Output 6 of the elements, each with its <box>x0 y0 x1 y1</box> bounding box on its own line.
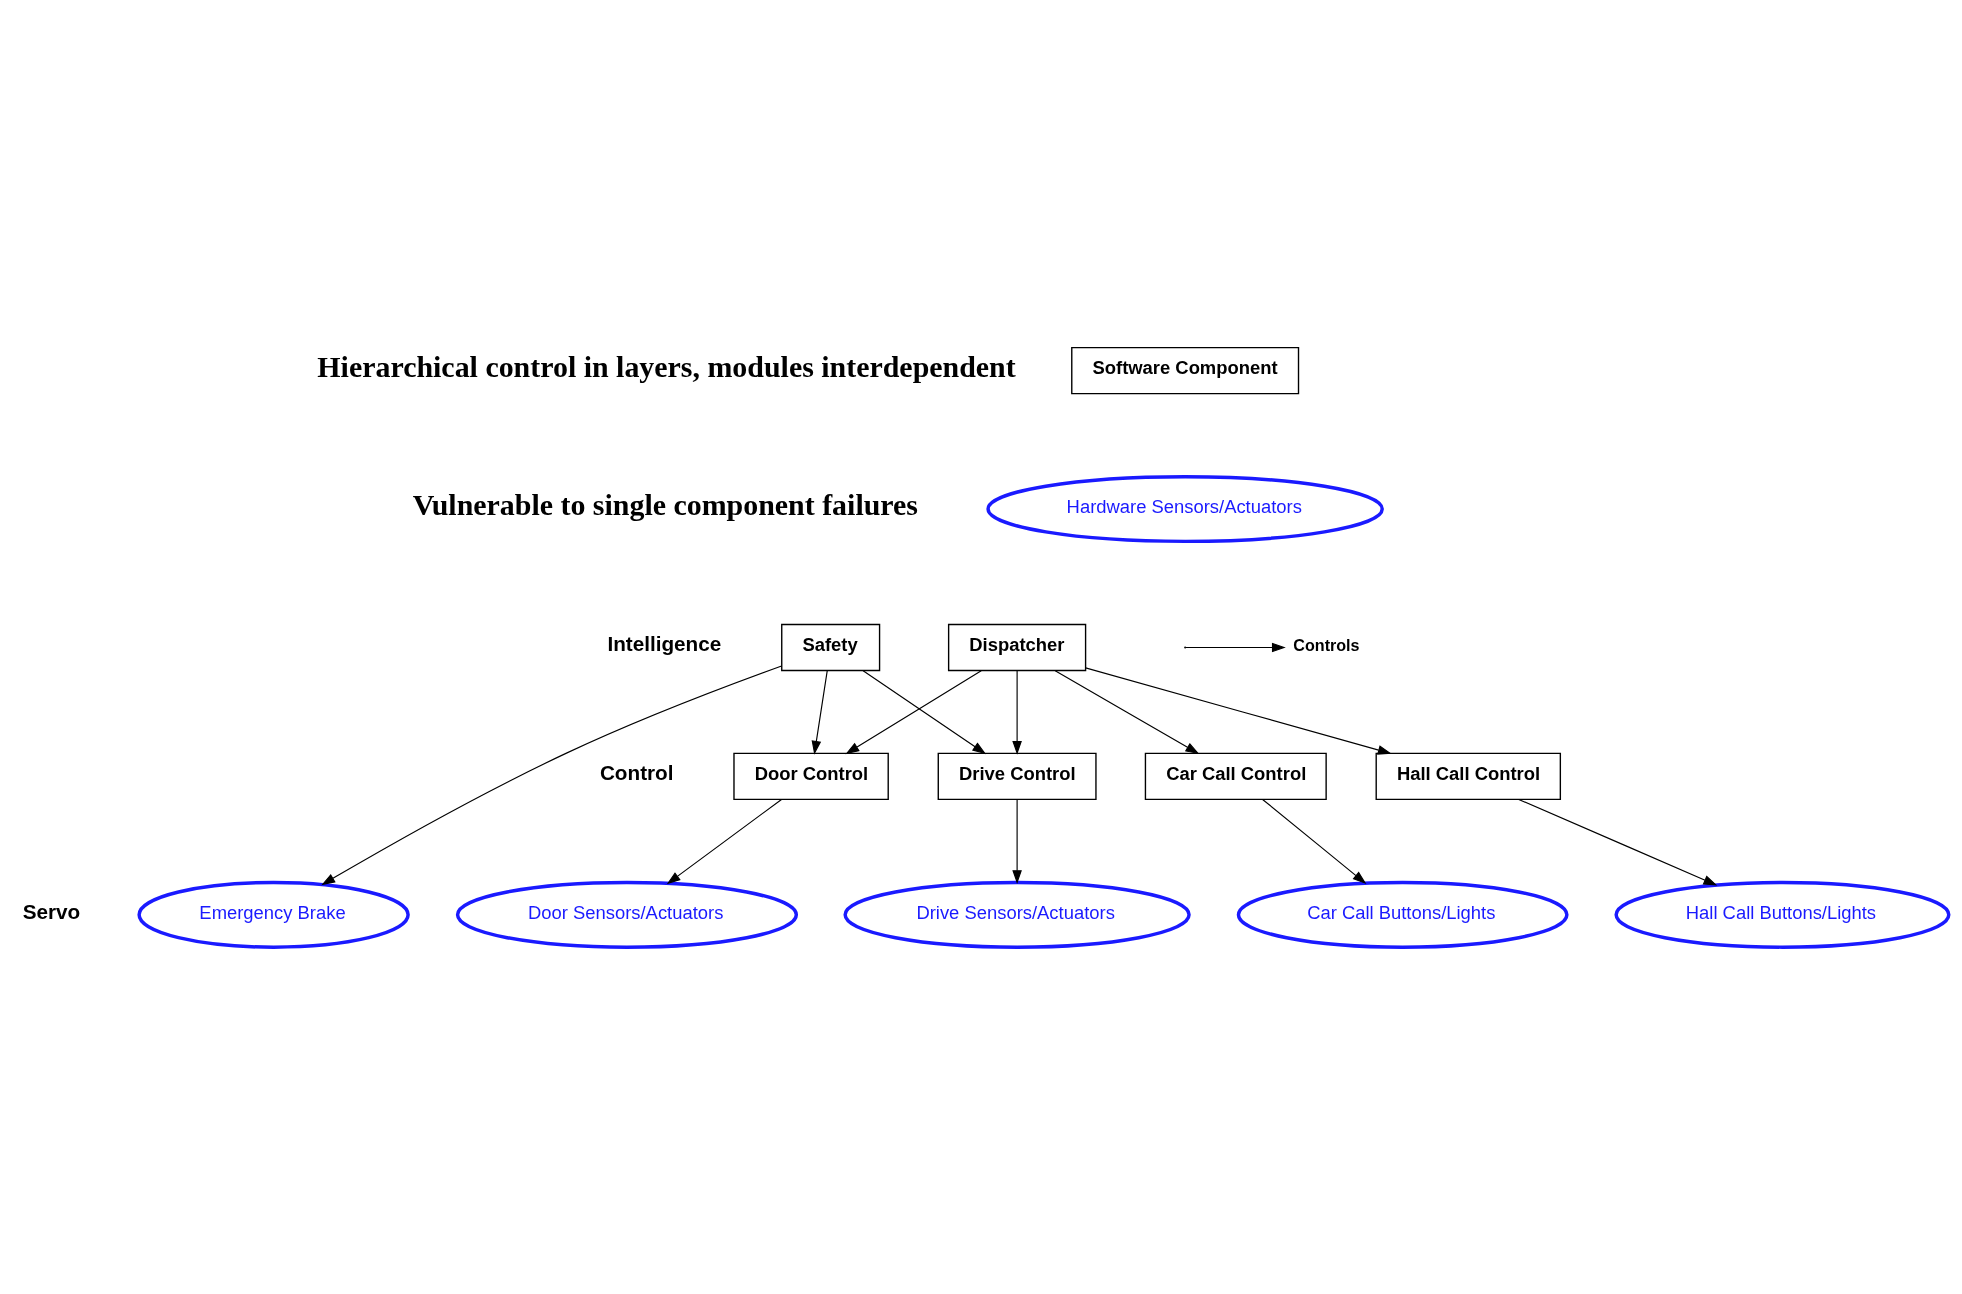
legend-label: Controls <box>1293 635 1360 654</box>
label: Control <box>599 760 674 784</box>
label: Intelligence <box>607 631 722 655</box>
label: Vulnerable to single component failures <box>412 487 918 521</box>
label: Hierarchical control in layers, modules interdependent <box>317 349 1016 383</box>
label: Servo <box>22 899 81 923</box>
